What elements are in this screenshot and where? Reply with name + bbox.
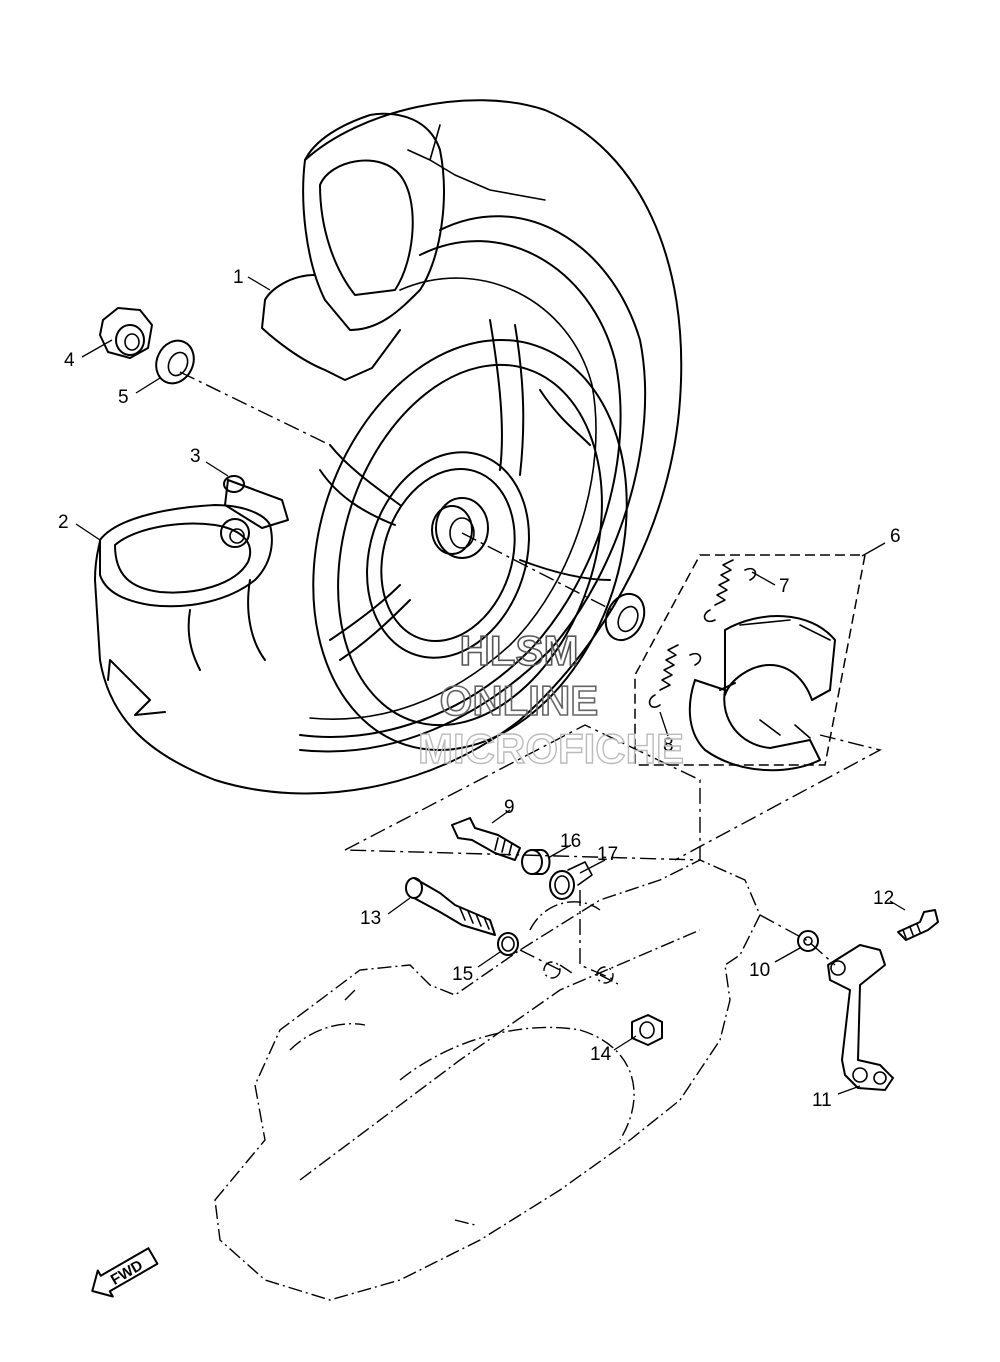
rear-wheel bbox=[94, 99, 683, 795]
brake-shoe-kit bbox=[634, 554, 866, 772]
callout-2: 2 bbox=[58, 512, 69, 533]
leader-lines bbox=[75, 276, 906, 1095]
brake-camshaft-9 bbox=[451, 817, 521, 861]
callout-14: 14 bbox=[590, 1044, 612, 1065]
callout-11: 11 bbox=[812, 1090, 832, 1111]
oring-15 bbox=[497, 932, 519, 956]
assembly-lines bbox=[179, 371, 882, 981]
bolt-12 bbox=[897, 909, 939, 941]
callout-17: 17 bbox=[597, 844, 618, 865]
nut-14 bbox=[631, 1014, 663, 1046]
hub-collar bbox=[604, 592, 646, 642]
watermark: HLSM ONLINE MICROFICHE bbox=[417, 626, 684, 773]
bushing-16 bbox=[521, 849, 551, 875]
callout-6: 6 bbox=[890, 526, 901, 547]
watermark-line-2: ONLINE bbox=[440, 677, 599, 724]
callout-7: 7 bbox=[779, 576, 790, 597]
fwd-arrow: FWD bbox=[91, 1247, 159, 1298]
brake-camshaft-13 bbox=[405, 877, 496, 936]
callout-10: 10 bbox=[749, 960, 770, 981]
callout-3: 3 bbox=[190, 446, 201, 467]
callout-1: 1 bbox=[233, 267, 244, 288]
indicator-17 bbox=[549, 861, 593, 900]
callout-4: 4 bbox=[64, 350, 75, 371]
callout-5: 5 bbox=[118, 387, 129, 408]
callout-15: 15 bbox=[452, 964, 473, 985]
washer-10 bbox=[797, 930, 819, 952]
callout-16: 16 bbox=[560, 831, 581, 852]
callout-12: 12 bbox=[873, 888, 894, 909]
collar-5 bbox=[155, 339, 195, 385]
watermark-line-1: HLSM bbox=[460, 627, 579, 674]
nut-4 bbox=[99, 307, 153, 359]
callout-9: 9 bbox=[504, 797, 515, 818]
callout-13: 13 bbox=[360, 908, 381, 929]
brake-lever-11 bbox=[827, 944, 894, 1091]
watermark-line-3: MICROFICHE bbox=[418, 725, 684, 772]
callout-labels: 1 2 3 4 5 6 7 8 9 16 17 13 15 14 10 11 1… bbox=[58, 267, 901, 1111]
callout-8: 8 bbox=[663, 735, 674, 756]
